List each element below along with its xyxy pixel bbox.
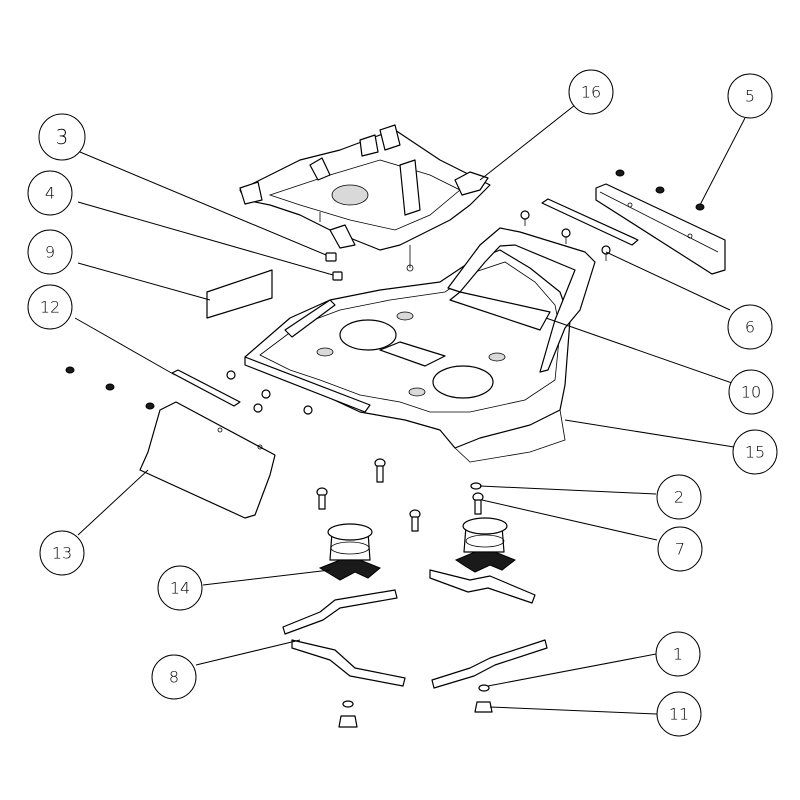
leader-11 bbox=[489, 706, 658, 715]
part-9-label-plate bbox=[206, 269, 273, 319]
part-5-cover-plate bbox=[595, 183, 726, 275]
part-3-nut bbox=[325, 252, 337, 262]
leader-10 bbox=[545, 317, 733, 384]
part-5-bolts bbox=[615, 169, 705, 211]
part-16-mounting-frame bbox=[239, 124, 491, 272]
callout-15: 15 bbox=[732, 429, 778, 475]
callout-5: 5 bbox=[727, 73, 773, 119]
part-4-nut bbox=[332, 271, 343, 281]
callout-12-label: 12 bbox=[40, 298, 60, 317]
part-13-side-cover bbox=[139, 401, 276, 519]
callout-11-label: 11 bbox=[669, 705, 689, 724]
leader-15 bbox=[564, 419, 735, 448]
callout-6-label: 6 bbox=[745, 318, 755, 337]
part-15-deck bbox=[244, 249, 571, 463]
callout-9: 9 bbox=[27, 229, 73, 275]
callout-15-label: 15 bbox=[745, 443, 765, 462]
callout-10: 10 bbox=[728, 369, 774, 415]
callout-5-label: 5 bbox=[745, 87, 755, 106]
part-12-bracket bbox=[171, 369, 241, 407]
part-11-nut bbox=[474, 701, 493, 713]
leader-6 bbox=[605, 251, 731, 311]
part-6-bracket-strip bbox=[520, 198, 639, 261]
callout-7: 7 bbox=[657, 526, 703, 572]
leader-9 bbox=[77, 262, 211, 301]
leader-8 bbox=[195, 639, 301, 666]
part-1-washer bbox=[478, 684, 490, 692]
callout-13: 13 bbox=[39, 530, 85, 576]
callout-16-label: 16 bbox=[581, 83, 601, 102]
leader-12 bbox=[74, 317, 176, 376]
part-12-13-bolts bbox=[65, 366, 313, 415]
leader-16 bbox=[479, 104, 576, 181]
leader-2 bbox=[479, 485, 657, 495]
callout-12: 12 bbox=[27, 284, 73, 330]
callout-14: 14 bbox=[157, 565, 203, 611]
bottom-nut-washer bbox=[338, 700, 358, 728]
callout-1-label: 1 bbox=[673, 645, 683, 664]
callout-4: 4 bbox=[27, 170, 73, 216]
callout-2-label: 2 bbox=[674, 488, 684, 507]
leader-7 bbox=[481, 499, 658, 541]
part-8-blades bbox=[282, 569, 548, 689]
callout-4-label: 4 bbox=[45, 184, 55, 203]
callout-3-label: 3 bbox=[56, 125, 69, 149]
callout-3: 3 bbox=[38, 113, 86, 161]
part-14-blade-adapter-right bbox=[454, 517, 517, 573]
part-2-washer bbox=[470, 482, 482, 490]
callout-1: 1 bbox=[655, 631, 701, 677]
callout-8-label: 8 bbox=[169, 668, 179, 687]
leader-5 bbox=[699, 117, 746, 206]
callout-2: 2 bbox=[656, 474, 702, 520]
part-14-blade-adapter-left bbox=[318, 523, 381, 581]
callout-10-label: 10 bbox=[741, 383, 761, 402]
leader-13 bbox=[77, 469, 149, 536]
leader-1 bbox=[487, 653, 657, 687]
leader-4 bbox=[77, 201, 334, 276]
callout-13-label: 13 bbox=[52, 544, 72, 563]
callout-7-label: 7 bbox=[675, 540, 685, 559]
callout-11: 11 bbox=[656, 691, 702, 737]
callout-6: 6 bbox=[727, 304, 773, 350]
leader-3 bbox=[79, 151, 327, 256]
callout-16: 16 bbox=[568, 69, 614, 115]
leader-14 bbox=[202, 569, 331, 586]
part-7-bolts bbox=[316, 458, 484, 532]
callout-14-label: 14 bbox=[170, 579, 190, 598]
leader-lines bbox=[74, 104, 746, 715]
callout-9-label: 9 bbox=[45, 243, 55, 262]
callout-8: 8 bbox=[151, 654, 197, 700]
part-10-handle bbox=[447, 227, 596, 373]
